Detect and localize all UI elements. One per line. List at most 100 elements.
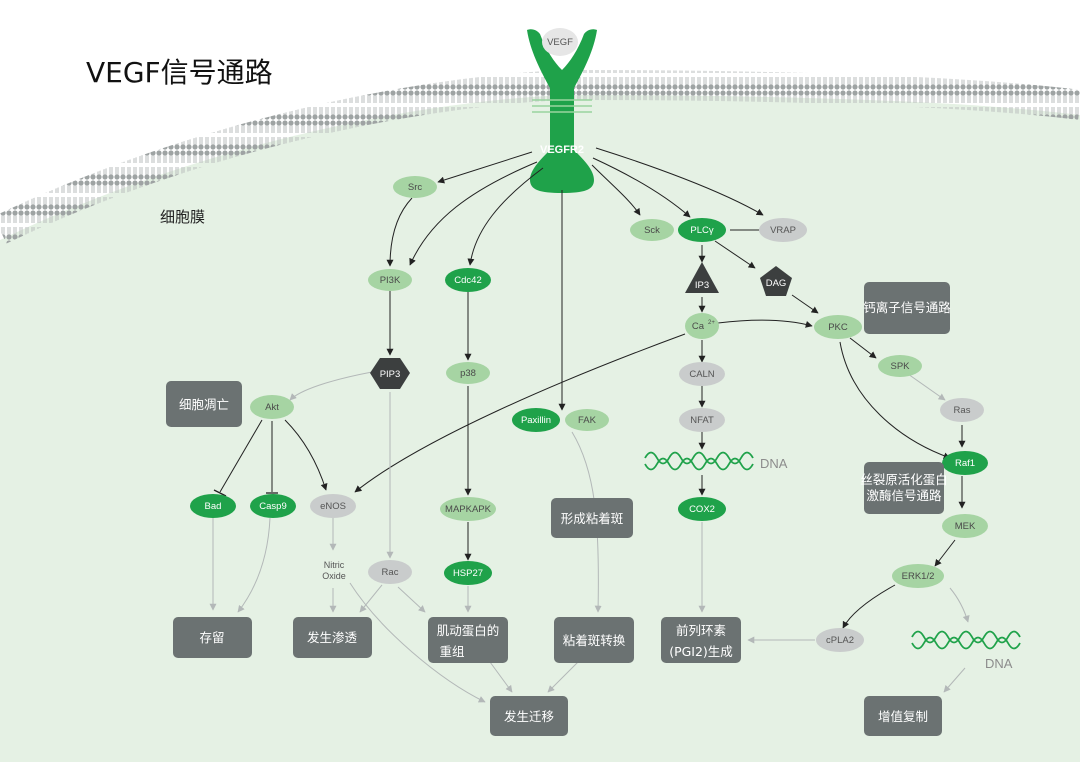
svg-text:形成粘着斑: 形成粘着斑: [561, 511, 624, 526]
edge-pkc-spk: [849, 337, 877, 359]
node-cdc42: Cdc42: [445, 268, 491, 292]
svg-text:钙离子信号通路: 钙离子信号通路: [863, 300, 951, 315]
node-raf1: Raf1: [942, 451, 988, 475]
svg-text:eNOS: eNOS: [320, 501, 346, 512]
svg-text:Cdc42: Cdc42: [454, 275, 481, 286]
node-sck: Sck: [630, 219, 674, 241]
edge-src-pi3k: [386, 197, 413, 267]
svg-text:CALN: CALN: [689, 369, 714, 380]
box-focal-adhesion: 形成粘着斑: [551, 498, 633, 538]
box-proliferation: 增值复制: [864, 696, 942, 736]
vegf-label: VEGF: [547, 37, 573, 48]
edge-vegfr2-sck: [591, 164, 641, 216]
edge-rac-permeability: [359, 584, 383, 613]
svg-text:Raf1: Raf1: [955, 458, 975, 469]
dna-helix-2: [911, 630, 1021, 650]
node-akt: Akt: [250, 395, 294, 419]
dna-label-1: DNA: [760, 456, 788, 471]
svg-text:Rac: Rac: [382, 567, 399, 578]
svg-text:细胞凋亡: 细胞凋亡: [179, 397, 229, 412]
svg-text:粘着斑转换: 粘着斑转换: [563, 633, 626, 648]
nitric-oxide-line2: Oxide: [322, 571, 346, 581]
edge-akt-enos: [284, 419, 328, 491]
node-spk: SPK: [878, 355, 922, 377]
svg-text:p38: p38: [460, 368, 476, 379]
svg-text:HSP27: HSP27: [453, 568, 483, 579]
edge-pkc-raf1: [839, 341, 951, 460]
edge-dag-pkc: [791, 294, 819, 314]
node-rac: Rac: [368, 560, 412, 584]
edge-vegfr2-pi3k: [409, 161, 538, 266]
dna-label-2: DNA: [985, 656, 1013, 671]
edge-ca-pkc: [717, 319, 813, 328]
node-pi3k: PI3K: [368, 269, 412, 291]
svg-text:Bad: Bad: [205, 501, 222, 512]
inhibit-bad: [213, 489, 227, 497]
svg-text:发生迁移: 发生迁移: [504, 709, 554, 724]
dna-helix-1: [644, 451, 754, 471]
edge-vegfr2-cdc42: [467, 167, 544, 266]
svg-text:cPLA2: cPLA2: [826, 635, 854, 646]
node-mek: MEK: [942, 514, 988, 538]
svg-text:Paxillin: Paxillin: [521, 415, 551, 426]
node-bad: Bad: [190, 494, 236, 518]
edge-erk-dna: [949, 587, 970, 623]
svg-text:IP3: IP3: [695, 280, 709, 291]
edge-turnover-migration: [547, 661, 579, 693]
svg-text:激酶信号通路: 激酶信号通路: [866, 488, 942, 503]
svg-text:存留: 存留: [199, 630, 224, 645]
box-pgi2: 前列环素(PGI2)生成: [661, 617, 741, 663]
edge-ca-enos: [354, 333, 686, 493]
node-vrap: VRAP: [759, 218, 807, 242]
node-casp9: Casp9: [250, 494, 296, 518]
edge-mek-erk: [934, 539, 956, 567]
box-apoptosis: 细胞凋亡: [166, 381, 242, 427]
nitric-oxide-line1: Nitric: [324, 560, 345, 570]
svg-text:重组: 重组: [439, 644, 464, 659]
node-mapkapk: MAPKAPK: [440, 497, 496, 521]
svg-text:发生渗透: 发生渗透: [307, 630, 358, 645]
svg-text:PLCγ: PLCγ: [690, 225, 713, 236]
svg-text:Src: Src: [408, 182, 423, 193]
vegfr2-receptor: [527, 29, 597, 193]
box-calcium-pathway: 钙离子信号通路: [863, 282, 951, 334]
edges: [209, 147, 970, 703]
svg-text:Ras: Ras: [954, 405, 971, 416]
svg-text:PI3K: PI3K: [380, 275, 401, 286]
vegf-ligand: [542, 28, 578, 56]
box-survival: 存留: [173, 617, 252, 658]
svg-text:VRAP: VRAP: [770, 225, 796, 236]
svg-text:DAG: DAG: [766, 278, 787, 289]
membrane-label: 细胞膜: [160, 208, 205, 226]
svg-text:增值复制: 增值复制: [878, 709, 928, 724]
svg-text:PIP3: PIP3: [380, 369, 401, 380]
node-p38: p38: [446, 362, 490, 384]
node-fak: FAK: [565, 409, 609, 431]
edge-actin-migration: [489, 661, 513, 693]
node-ras: Ras: [940, 398, 984, 422]
svg-text:FAK: FAK: [578, 415, 597, 426]
edge-dna-proliferation: [943, 667, 966, 693]
edge-akt-bad: [219, 419, 263, 493]
edge-vegfr2-vrap: [595, 147, 764, 216]
svg-text:Sck: Sck: [644, 225, 660, 236]
svg-text:MAPKAPK: MAPKAPK: [445, 504, 492, 515]
node-dag: DAG: [760, 266, 792, 296]
node-erk: ERK1/2: [892, 564, 944, 588]
node-plcy: PLCγ: [678, 218, 726, 242]
box-adhesion-turnover: 粘着斑转换: [554, 617, 634, 663]
edge-casp9-survival: [237, 517, 271, 613]
node-pkc: PKC: [814, 315, 862, 339]
svg-text:PKC: PKC: [828, 322, 848, 333]
svg-text:Akt: Akt: [265, 402, 279, 413]
svg-text:SPK: SPK: [890, 361, 910, 372]
node-hsp27: HSP27: [444, 561, 492, 585]
node-pip3: PIP3: [370, 358, 410, 389]
page-title: VEGF信号通路: [86, 56, 273, 89]
edge-rac-actin: [397, 586, 426, 613]
box-permeability: 发生渗透: [293, 617, 372, 658]
